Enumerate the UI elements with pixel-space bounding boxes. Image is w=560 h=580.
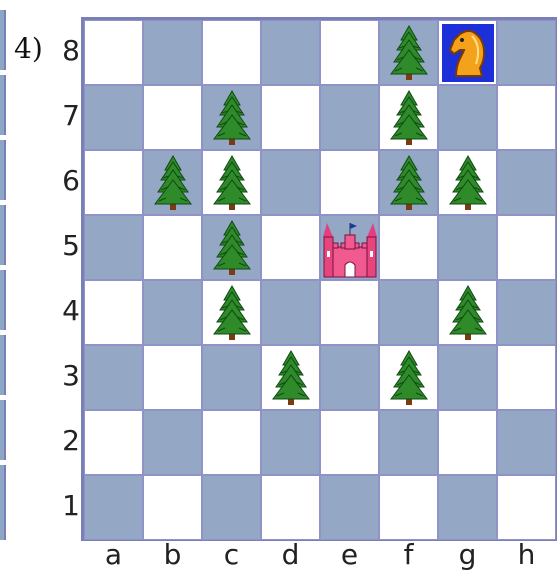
square-c5[interactable] [202, 215, 261, 280]
square-g1[interactable] [438, 475, 497, 540]
square-e8[interactable] [320, 20, 379, 85]
square-c8[interactable] [202, 20, 261, 85]
square-a2[interactable] [84, 410, 143, 475]
tree-icon[interactable] [448, 284, 488, 342]
square-d6[interactable] [261, 150, 320, 215]
puzzle-number: 4) [14, 32, 43, 65]
square-f7[interactable] [379, 85, 438, 150]
tree-icon[interactable] [389, 349, 429, 407]
square-c3[interactable] [202, 345, 261, 410]
square-f5[interactable] [379, 215, 438, 280]
square-h4[interactable] [497, 280, 556, 345]
square-b8[interactable] [143, 20, 202, 85]
square-a3[interactable] [84, 345, 143, 410]
file-label-d: d [261, 538, 320, 571]
square-d5[interactable] [261, 215, 320, 280]
square-c1[interactable] [202, 475, 261, 540]
square-a1[interactable] [84, 475, 143, 540]
square-a8[interactable] [84, 20, 143, 85]
square-g2[interactable] [438, 410, 497, 475]
square-c4[interactable] [202, 280, 261, 345]
tree-icon[interactable] [389, 89, 429, 147]
square-f4[interactable] [379, 280, 438, 345]
tree-icon[interactable] [389, 24, 429, 82]
square-e2[interactable] [320, 410, 379, 475]
square-f2[interactable] [379, 410, 438, 475]
square-g8[interactable] [438, 20, 497, 85]
square-g5[interactable] [438, 215, 497, 280]
square-b3[interactable] [143, 345, 202, 410]
square-f6[interactable] [379, 150, 438, 215]
square-e7[interactable] [320, 85, 379, 150]
file-label-a: a [84, 538, 143, 571]
square-b1[interactable] [143, 475, 202, 540]
square-f8[interactable] [379, 20, 438, 85]
square-f3[interactable] [379, 345, 438, 410]
file-label-h: h [497, 538, 556, 571]
square-e6[interactable] [320, 150, 379, 215]
square-e5[interactable] [320, 215, 379, 280]
square-c2[interactable] [202, 410, 261, 475]
knight-icon[interactable] [442, 24, 494, 82]
square-h2[interactable] [497, 410, 556, 475]
file-label-c: c [202, 538, 261, 571]
square-e3[interactable] [320, 345, 379, 410]
square-b6[interactable] [143, 150, 202, 215]
square-g4[interactable] [438, 280, 497, 345]
square-b4[interactable] [143, 280, 202, 345]
square-d7[interactable] [261, 85, 320, 150]
square-b2[interactable] [143, 410, 202, 475]
tree-icon[interactable] [389, 154, 429, 212]
square-h5[interactable] [497, 215, 556, 280]
square-g7[interactable] [438, 85, 497, 150]
file-label-b: b [143, 538, 202, 571]
file-label-g: g [438, 538, 497, 571]
tree-icon[interactable] [153, 154, 193, 212]
square-d8[interactable] [261, 20, 320, 85]
castle-icon[interactable] [321, 217, 379, 279]
square-g3[interactable] [438, 345, 497, 410]
square-a5[interactable] [84, 215, 143, 280]
square-d4[interactable] [261, 280, 320, 345]
square-a6[interactable] [84, 150, 143, 215]
square-g6[interactable] [438, 150, 497, 215]
square-h8[interactable] [497, 20, 556, 85]
square-e1[interactable] [320, 475, 379, 540]
tree-icon[interactable] [212, 219, 252, 277]
square-c7[interactable] [202, 85, 261, 150]
chess-board [81, 17, 557, 541]
square-e4[interactable] [320, 280, 379, 345]
tree-icon[interactable] [212, 284, 252, 342]
square-d1[interactable] [261, 475, 320, 540]
square-b7[interactable] [143, 85, 202, 150]
square-h1[interactable] [497, 475, 556, 540]
square-h6[interactable] [497, 150, 556, 215]
square-b5[interactable] [143, 215, 202, 280]
file-label-f: f [379, 538, 438, 571]
square-f1[interactable] [379, 475, 438, 540]
square-a4[interactable] [84, 280, 143, 345]
tree-icon[interactable] [448, 154, 488, 212]
square-a7[interactable] [84, 85, 143, 150]
square-d2[interactable] [261, 410, 320, 475]
previous-board-edge [0, 0, 6, 540]
tree-icon[interactable] [271, 349, 311, 407]
file-label-e: e [320, 538, 379, 571]
square-h7[interactable] [497, 85, 556, 150]
square-h3[interactable] [497, 345, 556, 410]
square-c6[interactable] [202, 150, 261, 215]
tree-icon[interactable] [212, 89, 252, 147]
tree-icon[interactable] [212, 154, 252, 212]
square-d3[interactable] [261, 345, 320, 410]
